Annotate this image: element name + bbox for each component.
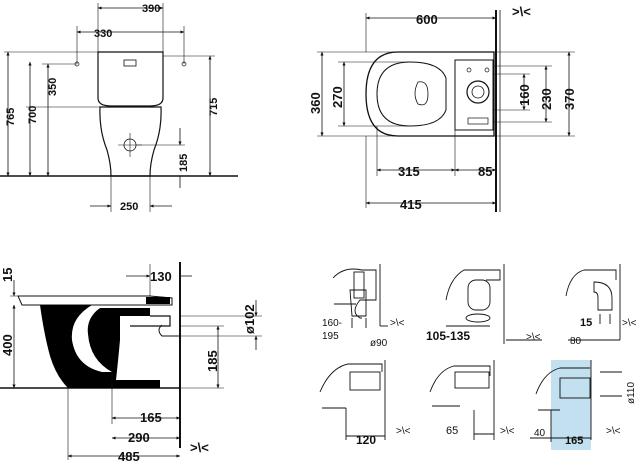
inst6-wall-symbol: >\< [606, 426, 621, 437]
inst2-label-range: 105-135 [426, 329, 470, 343]
dim-160: 160 [517, 84, 532, 106]
dim-485: 485 [118, 449, 140, 464]
inst5-label-65: 65 [446, 425, 458, 437]
dim-350: 350 [47, 78, 59, 96]
inst3-label-80: 80 [570, 336, 582, 347]
highlight-band [551, 360, 591, 450]
dim-330: 330 [94, 28, 112, 40]
installation-4-labels: 120 >\< [356, 426, 411, 447]
inst6-label-diameter: ø110 [626, 382, 637, 404]
dim-dia102: ø102 [242, 304, 257, 334]
inst6-label-165: 165 [565, 435, 583, 447]
inst5-wall-symbol: >\< [500, 426, 515, 437]
dim-185: 185 [178, 154, 190, 172]
dim-765: 765 [5, 108, 17, 126]
dim-400: 400 [0, 334, 15, 356]
wall-symbol-section: >\< [190, 440, 209, 455]
installation-1-labels: 160- 195 ø90 >\< [322, 318, 405, 349]
installation-5 [429, 360, 495, 440]
dim-700: 700 [27, 106, 39, 124]
installation-1 [332, 264, 388, 328]
installation-4 [319, 360, 386, 440]
installation-3 [565, 264, 621, 341]
dim-390: 390 [142, 3, 160, 15]
dim-290: 290 [128, 430, 150, 445]
top-view [317, 10, 575, 212]
inst3-label-15: 15 [580, 317, 592, 329]
dim-270: 270 [330, 86, 345, 108]
inst1-label-range-end: 195 [322, 331, 339, 342]
dim-315: 315 [398, 164, 420, 179]
front-view [0, 3, 238, 212]
inst1-label-diameter: ø90 [370, 338, 388, 349]
dim-715: 715 [208, 98, 220, 116]
inst3-wall-symbol: >\< [622, 318, 637, 329]
inst1-wall-symbol: >\< [390, 318, 405, 329]
inst1-label-range-start: 160- [322, 318, 342, 329]
dim-230: 230 [539, 88, 554, 110]
dim-15: 15 [0, 268, 15, 282]
inst4-label-120: 120 [356, 433, 376, 447]
dim-360: 360 [308, 92, 323, 114]
installation-2-labels: 105-135 >\< [426, 329, 541, 343]
installation-5-labels: 65 >\< [446, 425, 515, 437]
section-view [0, 262, 262, 460]
wall-symbol-top: >\< [512, 4, 531, 19]
front-view-dimension-labels: 390 330 350 765 700 715 185 250 [5, 3, 220, 213]
inst4-wall-symbol: >\< [396, 426, 411, 437]
top-view-dimension-labels: 600 >\< 360 270 160 230 370 315 85 415 [308, 4, 577, 212]
inst2-wall-symbol: >\< [526, 332, 541, 343]
inst6-label-40: 40 [534, 428, 546, 439]
dim-165-section: 165 [140, 410, 162, 425]
dim-370: 370 [562, 88, 577, 110]
dim-415: 415 [400, 197, 422, 212]
dim-600: 600 [416, 12, 438, 27]
dim-130: 130 [150, 269, 172, 284]
section-view-dimension-labels: 15 130 400 ø102 185 165 290 >\< 485 [0, 268, 257, 464]
dim-185-section: 185 [205, 350, 220, 372]
installation-6 [530, 360, 622, 442]
dim-85: 85 [478, 164, 492, 179]
installation-3-labels: 15 80 >\< [570, 317, 637, 347]
dim-250: 250 [120, 201, 138, 213]
installation-6-labels: 40 165 ø110 >\< [534, 382, 637, 447]
installation-2 [445, 264, 542, 344]
